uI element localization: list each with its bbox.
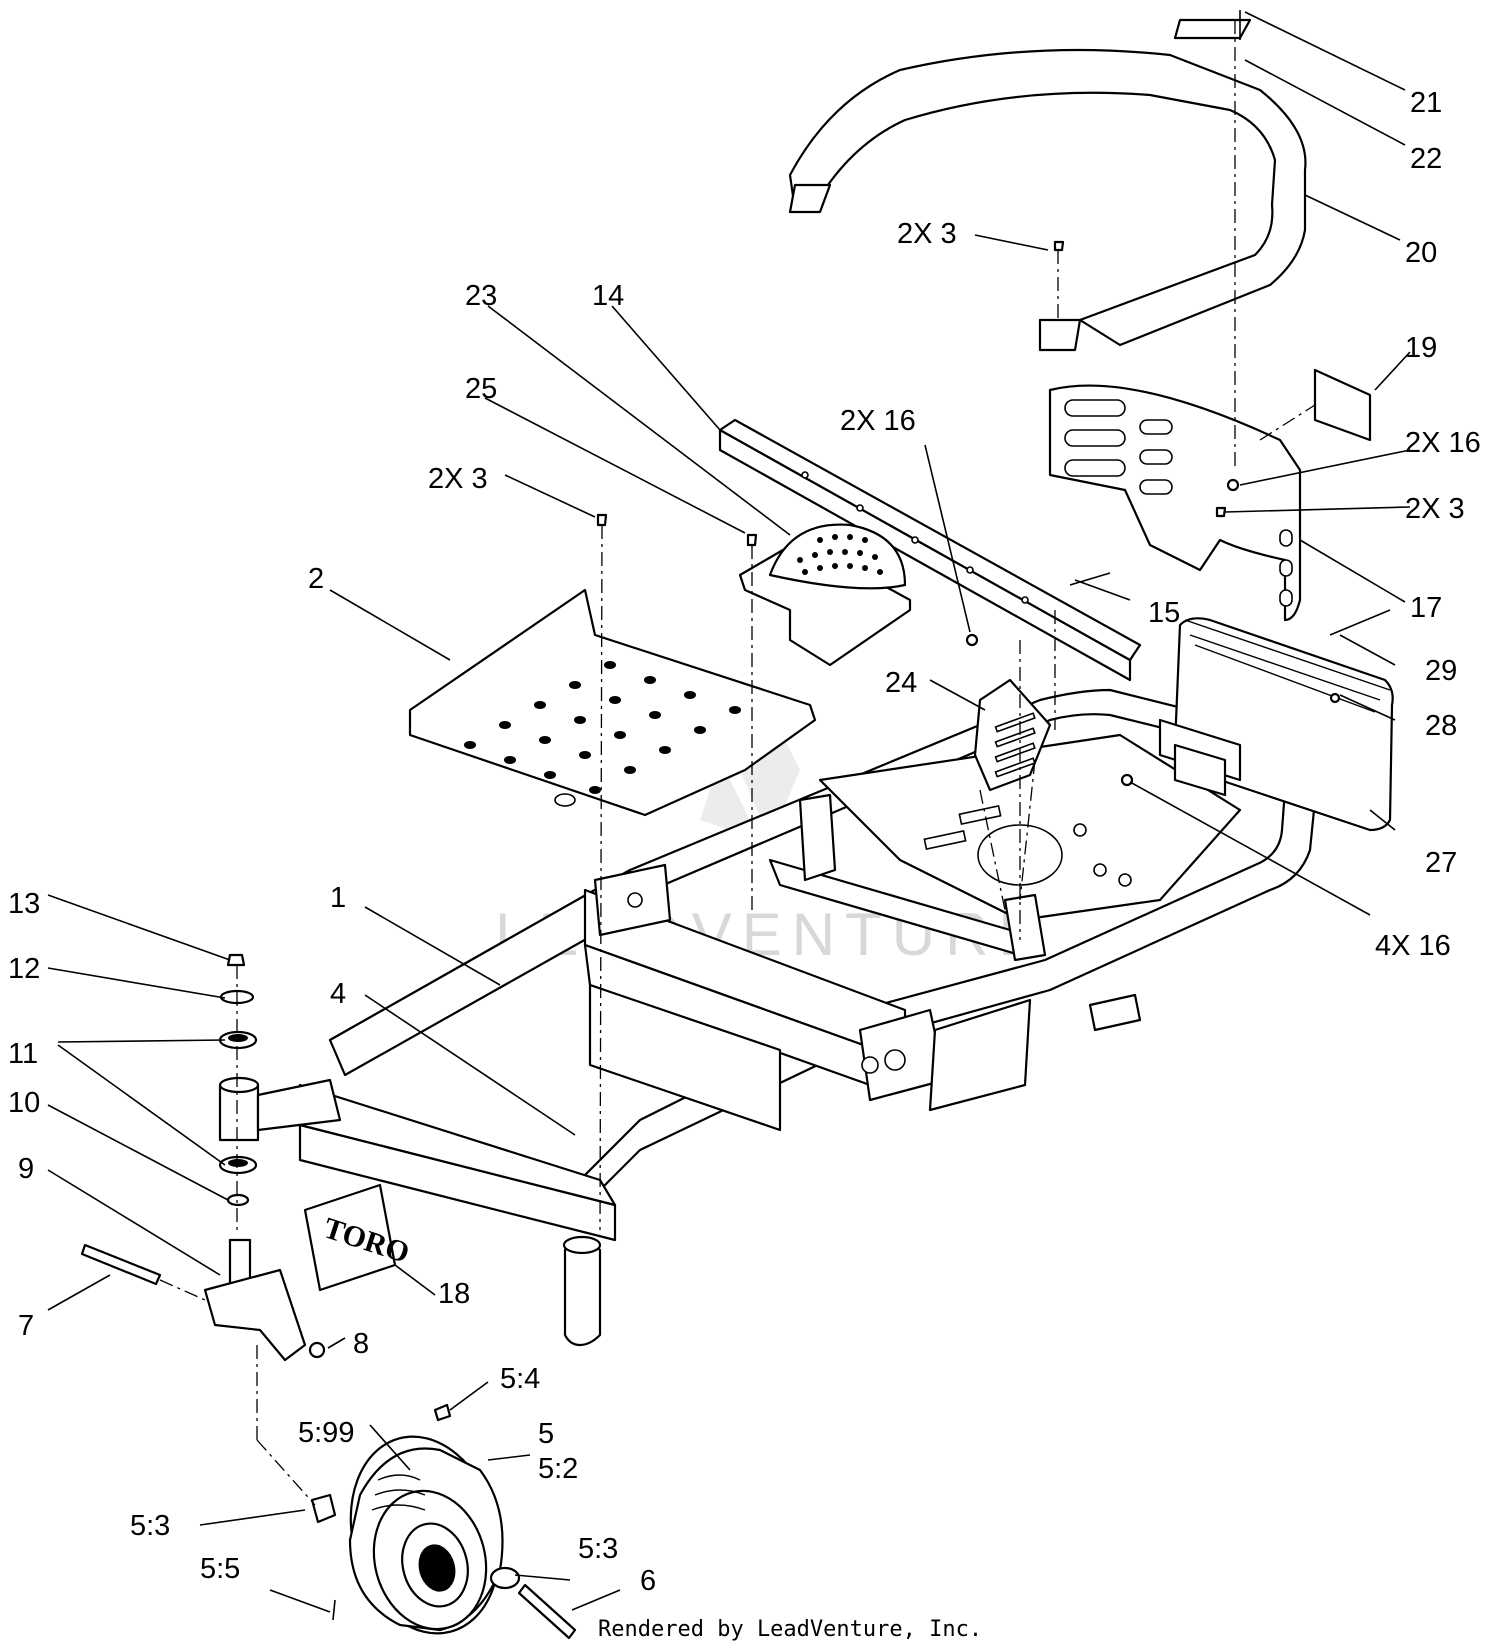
vent-part	[973, 678, 1052, 792]
callout-label: 4X 16	[1375, 930, 1451, 962]
callout-label: 24	[885, 667, 917, 699]
callout-label: 28	[1425, 710, 1457, 742]
callout-label: 2X 16	[1405, 427, 1481, 459]
hardware-part	[596, 240, 1341, 787]
main-frame-part	[298, 688, 1317, 1347]
callout-label: 18	[438, 1278, 470, 1310]
callout-label: 14	[592, 280, 624, 312]
callout-label: 5:99	[298, 1417, 354, 1449]
callout-labels: 21 22 20 2X 3 19 2X 16 2X 3 17 23 14 25 …	[8, 87, 1481, 1597]
callout-label: 7	[18, 1310, 34, 1342]
callout-label: 2X 3	[1405, 493, 1465, 525]
weight-part	[1158, 609, 1394, 832]
callout-label: 29	[1425, 655, 1457, 687]
callout-label: 2X 16	[840, 405, 916, 437]
callout-label: 15	[1148, 597, 1180, 629]
callout-label: 22	[1410, 143, 1442, 175]
caster-assembly-part	[80, 953, 342, 1362]
callout-label: 5	[538, 1418, 554, 1450]
toro-decal-part: TORO	[303, 1183, 413, 1292]
wheel-part	[310, 1403, 577, 1640]
callout-label: 13	[8, 888, 40, 920]
bolt-part	[1069, 572, 1111, 586]
callout-label: 10	[8, 1087, 40, 1119]
callout-label: 1	[330, 882, 346, 914]
callout-label: 5:5	[200, 1553, 240, 1585]
leader-lines	[47, 11, 1411, 1613]
alignment-lines	[159, 20, 1316, 1506]
callout-label: 2X 3	[428, 463, 488, 495]
callout-label: 11	[8, 1038, 38, 1070]
callout-label: 12	[8, 953, 40, 985]
callout-label: 20	[1405, 237, 1437, 269]
callout-label: 5:3	[130, 1510, 170, 1542]
callout-label: 5:3	[578, 1533, 618, 1565]
callout-label: 4	[330, 978, 346, 1010]
callout-label: 5:2	[538, 1453, 578, 1485]
decal-part	[1313, 368, 1372, 442]
callout-label: 6	[640, 1565, 656, 1597]
rear-panel-part	[1048, 384, 1302, 622]
credit-text: Rendered by LeadVenture, Inc.	[598, 1617, 982, 1642]
floor-plate-part	[408, 588, 817, 817]
callout-label: 2	[308, 563, 324, 595]
callout-label: 2X 3	[897, 218, 957, 250]
callout-label: 8	[353, 1328, 369, 1360]
callout-label: 17	[1410, 592, 1442, 624]
callout-label: 21	[1410, 87, 1442, 119]
callout-label: 9	[18, 1153, 34, 1185]
cup-holder-part	[738, 523, 912, 667]
callout-label: 25	[465, 373, 497, 405]
callout-label: 19	[1405, 332, 1437, 364]
bar-part	[718, 418, 1142, 682]
callout-label: 23	[465, 280, 497, 312]
callout-label: 27	[1425, 847, 1457, 879]
callout-label: 5:4	[500, 1363, 540, 1395]
rops-hoop-part	[788, 10, 1307, 352]
